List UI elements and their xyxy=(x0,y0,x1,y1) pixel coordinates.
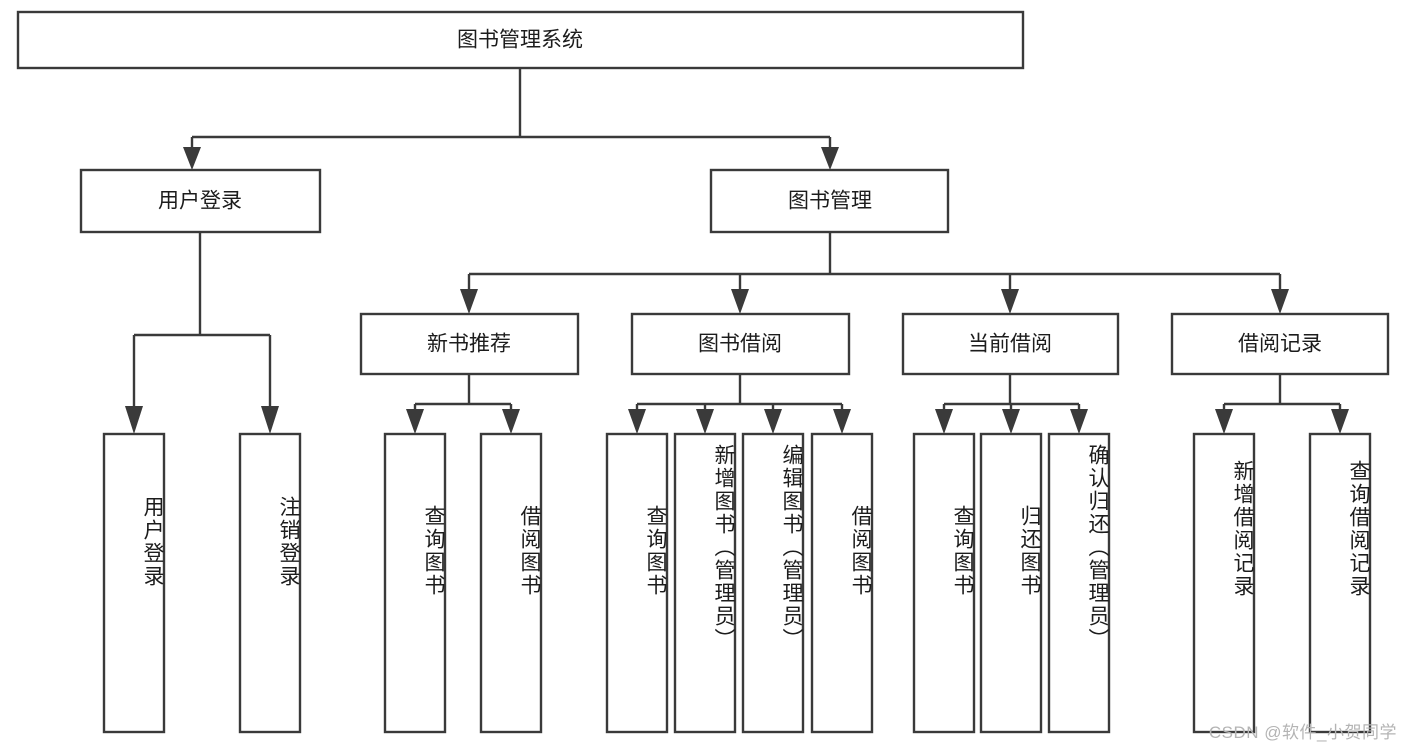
leaf-box-query-book-1[interactable] xyxy=(383,432,447,734)
leaf-label-add-book: 新增图书（管理员） xyxy=(712,444,735,651)
leaf-label-query-book-3: 查询图书 xyxy=(951,505,974,597)
leaf-label-query-borrow-record: 查询借阅记录 xyxy=(1347,460,1370,598)
connector-currentborrow-to-leaves xyxy=(935,374,1088,434)
leaf-label-confirm-return: 确认归还（管理员） xyxy=(1086,444,1109,651)
leaf-boxes-new-book-recommend xyxy=(383,432,543,734)
leaf-box-add-borrow-record[interactable] xyxy=(1192,432,1256,734)
leaf-boxes-current-borrow xyxy=(912,432,1111,734)
leaf-box-query-book-2[interactable] xyxy=(605,432,669,734)
leaf-box-logout-login[interactable] xyxy=(238,432,302,734)
node-book-borrow[interactable]: 图书借阅 xyxy=(630,312,851,376)
leaf-box-add-book[interactable] xyxy=(673,432,737,734)
node-book-management-label: 图书管理 xyxy=(788,190,872,213)
leaf-box-query-book-3[interactable] xyxy=(912,432,976,734)
connector-userlogin-to-leaves xyxy=(125,232,279,434)
node-book-management[interactable]: 图书管理 xyxy=(709,168,950,234)
leaf-box-query-borrow-record[interactable] xyxy=(1308,432,1372,734)
node-new-book-recommend-label: 新书推荐 xyxy=(427,333,511,356)
node-current-borrow-label: 当前借阅 xyxy=(968,333,1052,356)
connector-borrowrecord-to-leaves xyxy=(1215,374,1349,434)
node-root-label: 图书管理系统 xyxy=(457,29,583,52)
leaf-boxes-book-borrow xyxy=(605,432,874,734)
leaf-box-confirm-return[interactable] xyxy=(1047,432,1111,734)
connector-newbook-to-leaves xyxy=(406,374,520,434)
connector-bookborrow-to-leaves xyxy=(628,374,851,434)
leaf-label-logout-login: 注销登录 xyxy=(277,496,300,588)
connector-root-to-level2 xyxy=(183,68,839,170)
leaf-box-borrow-book-1[interactable] xyxy=(479,432,543,734)
connector-bookmgmt-to-level3 xyxy=(460,232,1289,314)
leaf-boxes-user-login xyxy=(102,432,302,734)
node-borrow-record[interactable]: 借阅记录 xyxy=(1170,312,1390,376)
node-root[interactable]: 图书管理系统 xyxy=(16,10,1025,70)
leaf-label-return-book: 归还图书 xyxy=(1018,505,1041,597)
leaf-box-return-book[interactable] xyxy=(979,432,1043,734)
leaf-label-borrow-book-2: 借阅图书 xyxy=(849,505,872,597)
leaf-label-edit-book: 编辑图书（管理员） xyxy=(780,444,803,651)
node-borrow-record-label: 借阅记录 xyxy=(1238,333,1322,356)
leaf-label-query-book-1: 查询图书 xyxy=(422,505,445,597)
node-new-book-recommend[interactable]: 新书推荐 xyxy=(359,312,580,376)
node-user-login[interactable]: 用户登录 xyxy=(79,168,322,234)
node-current-borrow[interactable]: 当前借阅 xyxy=(901,312,1120,376)
leaf-box-borrow-book-2[interactable] xyxy=(810,432,874,734)
leaf-box-user-login[interactable] xyxy=(102,432,166,734)
node-book-borrow-label: 图书借阅 xyxy=(698,333,782,356)
leaf-label-user-login: 用户登录 xyxy=(141,496,164,588)
leaf-boxes-borrow-record xyxy=(1192,432,1372,734)
leaf-label-add-borrow-record: 新增借阅记录 xyxy=(1231,460,1254,598)
leaf-box-edit-book[interactable] xyxy=(741,432,805,734)
leaf-label-query-book-2: 查询图书 xyxy=(644,505,667,597)
node-user-login-label: 用户登录 xyxy=(158,190,242,213)
leaf-label-borrow-book-1: 借阅图书 xyxy=(518,505,541,597)
